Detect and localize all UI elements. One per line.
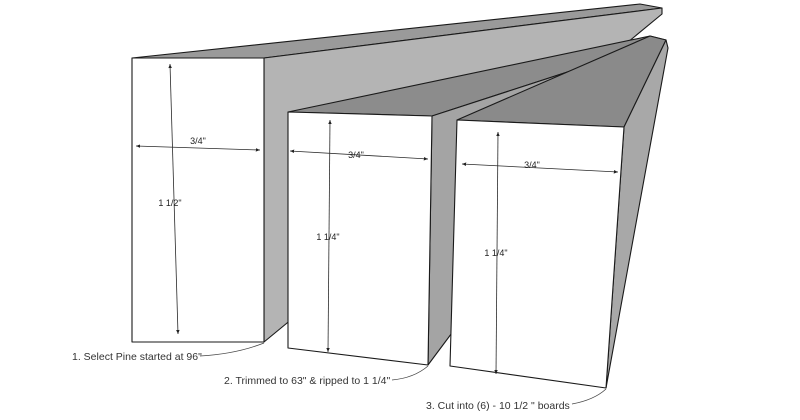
board-1-height-dimension: [168, 63, 180, 335]
callout-1-leader: [199, 342, 265, 357]
board-2-width-label: 3/4": [348, 150, 364, 160]
callout-3-leader: [571, 388, 607, 405]
board-1-height-label: 1 1/2": [158, 198, 181, 208]
board-2-height-label: 1 1/4": [316, 232, 339, 242]
callout-2-text: 2. Trimmed to 63" & ripped to 1 1/4": [224, 375, 390, 387]
callout-2-leader: [391, 365, 429, 381]
callout-3-text: 3. Cut into (6) - 10 1/2 " boards: [426, 400, 570, 412]
board-3-width-label: 3/4": [524, 160, 540, 170]
callout-1-text: 1. Select Pine started at 96": [72, 351, 202, 363]
board-3-height-label: 1 1/4": [484, 248, 507, 258]
board-3-width-dimension: [461, 162, 619, 174]
board-2-width-dimension: [289, 149, 429, 161]
board-1-front-face: [131, 57, 265, 343]
board-3-height-dimension: [494, 131, 500, 375]
board-2-height-dimension: [326, 119, 332, 353]
callout-1: 1. Select Pine started at 96": [72, 342, 265, 363]
board-1-width-dimension: [135, 144, 261, 152]
callout-3: 3. Cut into (6) - 10 1/2 " boards: [426, 388, 607, 412]
board-3-front-face: [449, 119, 625, 389]
board-3: 3/4" 1 1/4": [449, 35, 669, 389]
board-1-width-label: 3/4": [190, 136, 206, 146]
board-2-front-face: [287, 111, 433, 366]
callout-2: 2. Trimmed to 63" & ripped to 1 1/4": [224, 365, 429, 387]
